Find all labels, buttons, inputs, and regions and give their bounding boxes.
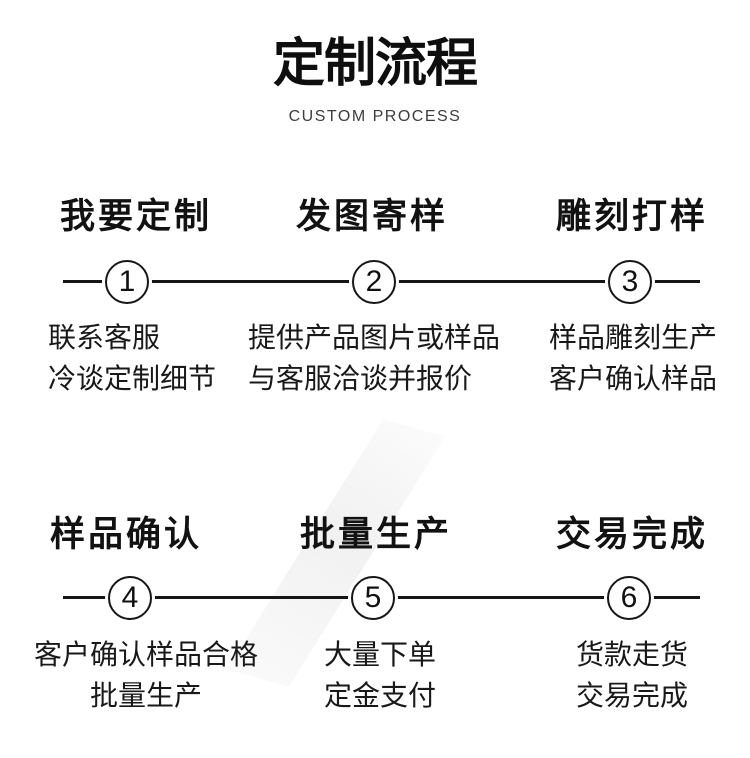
step-3-number: 3 xyxy=(621,265,639,298)
step-6-desc-line1: 货款走货 xyxy=(575,639,688,670)
step-2-number-badge: 2 xyxy=(352,260,396,304)
step-3-desc-line1: 样品雕刻生产 xyxy=(549,322,718,353)
step-1-desc-line2: 冷谈定制细节 xyxy=(48,363,217,394)
step-3-title: 雕刻打样 xyxy=(555,197,708,236)
step-2-title: 发图寄样 xyxy=(295,197,448,236)
step-4-number: 4 xyxy=(121,581,139,614)
step-4-description: 客户确认样品合格 批量生产 xyxy=(16,634,276,716)
step-1-number: 1 xyxy=(118,265,136,298)
step-4-desc-line1: 客户确认样品合格 xyxy=(33,639,258,670)
step-6-title: 交易完成 xyxy=(555,515,708,554)
step-2-description: 提供产品图片或样品 与客服洽谈并报价 xyxy=(248,317,500,399)
step-1-description: 联系客服 冷谈定制细节 xyxy=(48,317,216,399)
step-1-desc-line1: 联系客服 xyxy=(48,322,161,353)
step-2-number: 2 xyxy=(365,265,383,298)
step-4-number-badge: 4 xyxy=(108,576,152,620)
step-5-desc-line2: 定金支付 xyxy=(323,680,436,711)
step-6-description: 货款走货 交易完成 xyxy=(522,634,742,716)
step-4-title: 样品确认 xyxy=(49,515,202,554)
page-subtitle: CUSTOM PROCESS xyxy=(288,108,462,125)
step-4-desc-line2: 批量生产 xyxy=(89,680,202,711)
step-3-number-badge: 3 xyxy=(608,260,652,304)
step-6-desc-line2: 交易完成 xyxy=(575,680,688,711)
step-6-number-badge: 6 xyxy=(607,576,651,620)
page-title: 定制流程 xyxy=(272,35,478,93)
step-1-number-badge: 1 xyxy=(105,260,149,304)
step-2-desc-line1: 提供产品图片或样品 xyxy=(248,322,501,353)
step-2-desc-line2: 与客服洽谈并报价 xyxy=(248,363,473,394)
step-3-description: 样品雕刻生产 客户确认样品 xyxy=(549,317,717,399)
step-5-desc-line1: 大量下单 xyxy=(323,639,436,670)
step-5-number: 5 xyxy=(364,581,382,614)
step-6-number: 6 xyxy=(620,581,638,614)
step-5-title: 批量生产 xyxy=(299,515,452,554)
step-3-desc-line2: 客户确认样品 xyxy=(549,363,718,394)
step-1-title: 我要定制 xyxy=(59,197,212,236)
step-5-description: 大量下单 定金支付 xyxy=(270,634,490,716)
step-5-number-badge: 5 xyxy=(351,576,395,620)
